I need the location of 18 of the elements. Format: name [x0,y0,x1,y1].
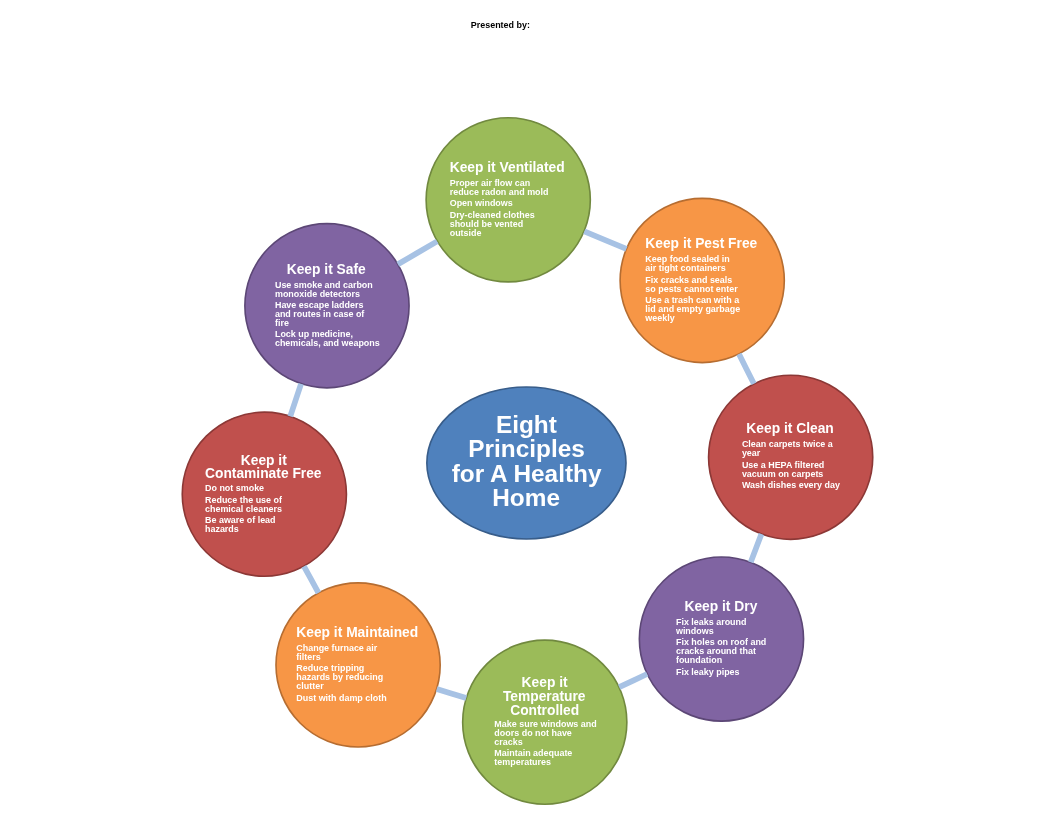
node-circle: Keep it Ventilated Proper air flow can reduce radon and mold Open windows Dry-cleaned clothes should be vented outside [424,116,591,283]
connector [582,228,627,252]
connector [435,686,467,701]
node-circle: Keep it Pest Free Keep food sealed in air tight containers Fix cracks and seals so pests cannot enter Use a trash can with a lid and empty garbage weekly [618,197,785,364]
node-circle: Keep it Temperature Controlled Make sure windows and doors do not have cracks Maintain adequate temperatures [461,639,628,806]
connector [747,533,764,564]
connector [617,671,648,690]
node-circle: Keep it Clean Clean carpets twice a year Use a HEPA filtered vacuum on carpets Wash dishes every day [707,374,874,541]
node-circle: Keep it Safe Use smoke and carbon monoxide detectors Have escape ladders and routes in case of fire Lock up medicine, chemicals, and weapons [243,222,410,389]
node-circle: Keep it Maintained Change furnace air filters Reduce tripping hazards by reducing clutter Dust with damp cloth [274,582,441,748]
connector [287,382,304,418]
connector [300,565,321,595]
connector [735,352,756,386]
connector [395,238,439,267]
label: Presented by: [470,19,530,30]
node-circle: Keep it Contaminate Free Do not smoke Reduce the use of chemical cleaners Be aware of lead hazards [180,411,347,578]
node-ellipse: Eight Principles for A Healthy Home [425,386,627,540]
node-circle: Keep it Dry Fix leaks around windows Fix holes on roof and cracks around that foundation Fix leaky pipes [638,556,804,722]
